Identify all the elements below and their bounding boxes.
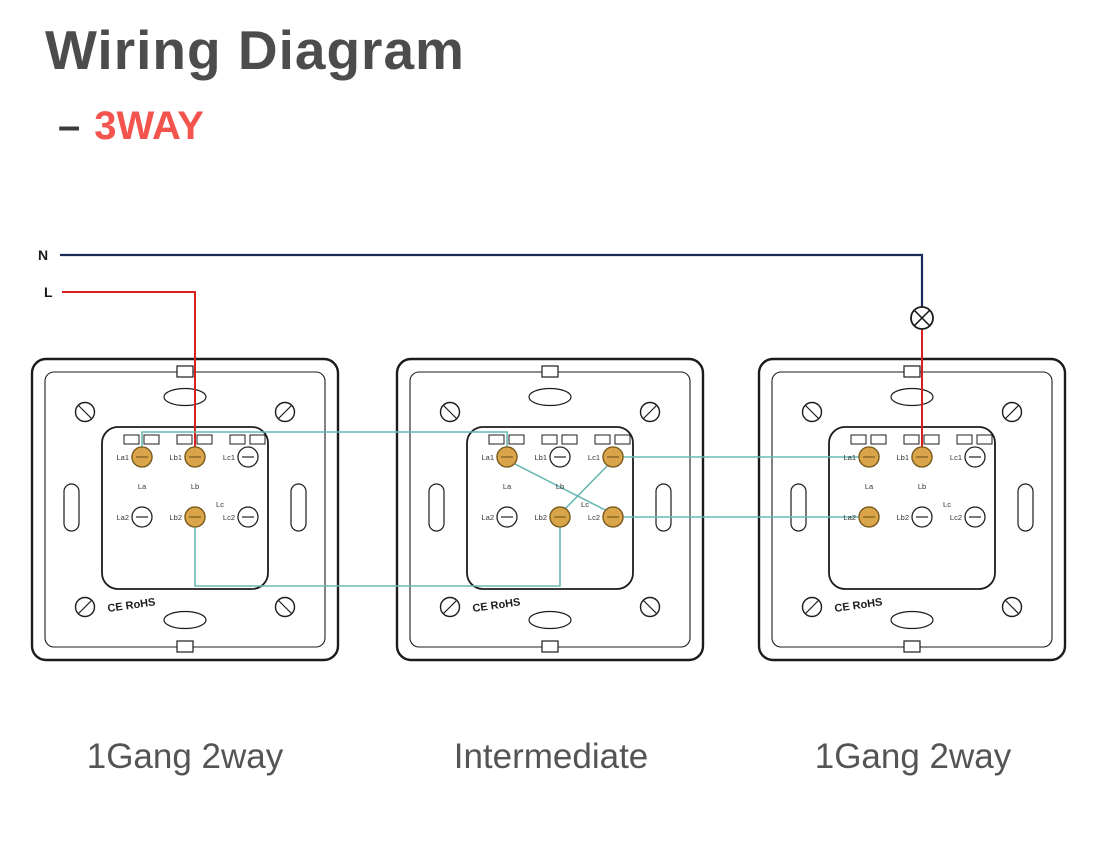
terminal-label-lc: Lc bbox=[943, 500, 951, 509]
terminal-label-lc1: Lc1 bbox=[950, 453, 962, 462]
terminal-label-lb1: Lb1 bbox=[534, 453, 547, 462]
terminal-lc1 bbox=[602, 446, 624, 468]
neutral-wire bbox=[60, 253, 924, 307]
terminal-label-la2: La2 bbox=[116, 513, 129, 522]
terminal-label-lc2: Lc2 bbox=[950, 513, 962, 522]
subtitle-dash: – bbox=[58, 104, 81, 148]
traveler-wire-top bbox=[141, 431, 508, 457]
neutral-label: N bbox=[38, 247, 48, 263]
terminal-la1 bbox=[858, 446, 880, 468]
terminal-label-lc: Lc bbox=[581, 500, 589, 509]
subtitle-label: 3WAY bbox=[94, 104, 204, 148]
switch-middle-body bbox=[395, 357, 705, 662]
terminal-label-lc1: Lc1 bbox=[223, 453, 235, 462]
terminal-label-la2: La2 bbox=[843, 513, 856, 522]
terminal-label-la: La bbox=[503, 482, 512, 491]
caption-switch-middle: Intermediate bbox=[453, 737, 649, 776]
intermediate-cross-wire-2 bbox=[559, 459, 614, 515]
terminal-label-lc2: Lc2 bbox=[588, 513, 600, 522]
terminal-lb1 bbox=[184, 446, 206, 468]
terminal-lb2 bbox=[549, 506, 571, 528]
lamp-icon bbox=[910, 306, 934, 330]
terminal-label-lb: Lb bbox=[918, 482, 926, 491]
caption-switch-right: 1Gang 2way bbox=[814, 737, 1012, 776]
terminal-la1 bbox=[496, 446, 518, 468]
terminal-label-lb2: Lb2 bbox=[169, 513, 182, 522]
caption-switch-left: 1Gang 2way bbox=[86, 737, 284, 776]
terminal-label-lc: Lc bbox=[216, 500, 224, 509]
terminal-label-lc1: Lc1 bbox=[588, 453, 600, 462]
page-subtitle: –3WAY bbox=[58, 104, 204, 149]
intermediate-cross-wire-1 bbox=[506, 459, 614, 515]
switch-left-body bbox=[30, 357, 340, 662]
switch-right-body bbox=[757, 357, 1067, 662]
terminal-lc2 bbox=[602, 506, 624, 528]
terminal-label-lb2: Lb2 bbox=[896, 513, 909, 522]
terminal-label-la1: La1 bbox=[843, 453, 856, 462]
terminal-la2 bbox=[858, 506, 880, 528]
terminal-label-la: La bbox=[865, 482, 874, 491]
live-wire bbox=[62, 291, 196, 457]
terminal-label-lb1: Lb1 bbox=[896, 453, 909, 462]
switch-left-overlay: La1 Lb1 Lc1 La Lb Lc La2 Lb2 Lc2 CE RoHS bbox=[107, 446, 235, 615]
terminal-lb2 bbox=[184, 506, 206, 528]
terminal-label-lc2: Lc2 bbox=[223, 513, 235, 522]
terminal-label-la: La bbox=[138, 482, 147, 491]
live-label: L bbox=[44, 284, 53, 300]
terminal-label-lb2: Lb2 bbox=[534, 513, 547, 522]
terminal-lb1 bbox=[911, 446, 933, 468]
terminal-label-la2: La2 bbox=[481, 513, 494, 522]
terminal-la1 bbox=[131, 446, 153, 468]
switch-middle-overlay: La1 Lb1 Lc1 La Lb Lc La2 Lb2 Lc2 CE RoHS bbox=[472, 446, 624, 615]
terminal-label-la1: La1 bbox=[481, 453, 494, 462]
terminal-label-la1: La1 bbox=[116, 453, 129, 462]
switch-right-overlay: La1 Lb1 Lc1 La Lb Lc La2 Lb2 Lc2 CE RoHS bbox=[834, 446, 962, 615]
terminal-label-lb: Lb bbox=[191, 482, 199, 491]
traveler-wire-bottom bbox=[194, 517, 561, 587]
terminal-label-lb1: Lb1 bbox=[169, 453, 182, 462]
terminal-label-lb: Lb bbox=[556, 482, 564, 491]
page-title: Wiring Diagram bbox=[45, 19, 465, 81]
